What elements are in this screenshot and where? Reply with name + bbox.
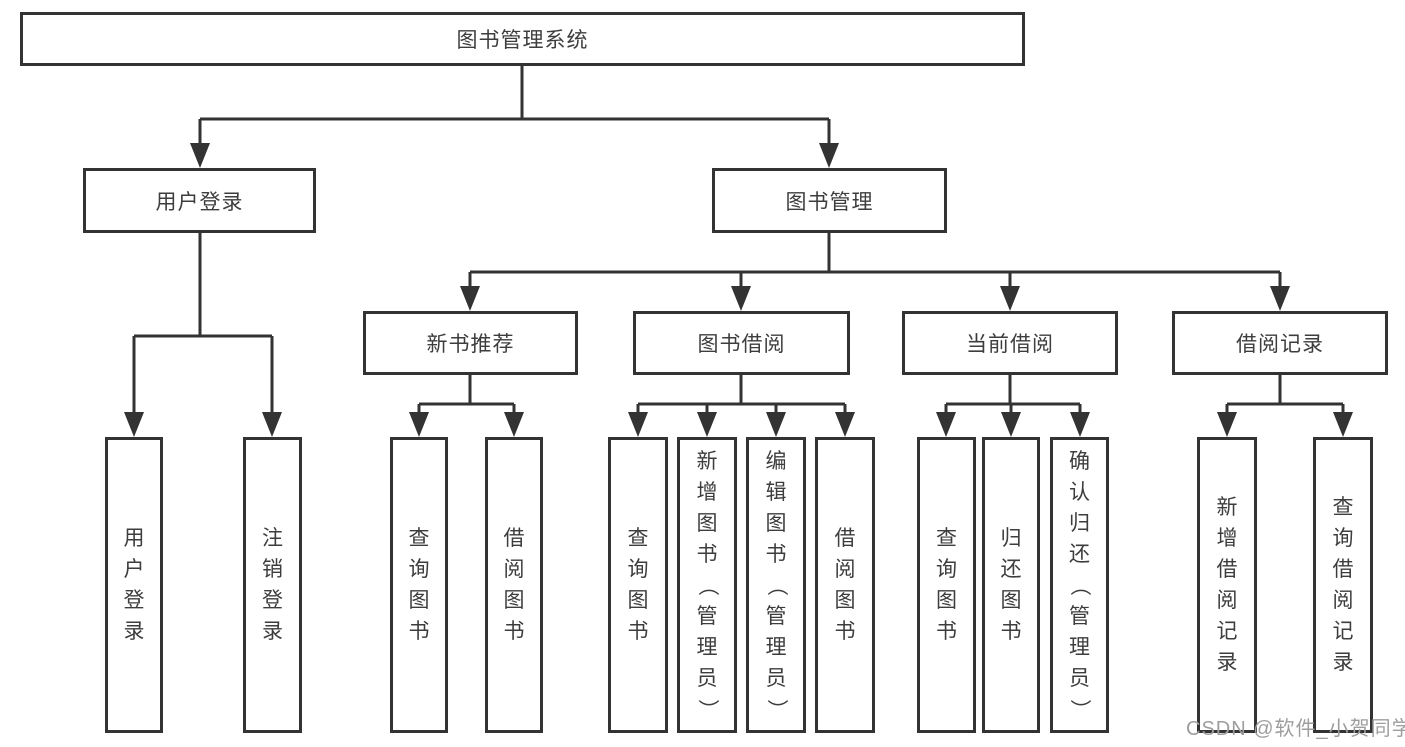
node-library-management-system: 图书管理系统 (20, 12, 1025, 66)
leaf-borrow-books: 借阅图书 (815, 437, 875, 733)
node-new-book-recommend: 新书推荐 (363, 311, 578, 375)
watermark: CSDN @软件_小贺同学 (1186, 718, 1405, 740)
node-label: 新增图书（管理员） (695, 449, 719, 720)
node-label: 归还图书 (1000, 527, 1022, 643)
node-label: 查询图书 (627, 527, 649, 643)
leaf-add-books-admin: 新增图书（管理员） (677, 437, 737, 733)
node-current-borrowing: 当前借阅 (902, 311, 1118, 375)
arrowhead-icons (124, 143, 1353, 437)
node-label: 用户登录 (123, 527, 145, 643)
leaf-return-books: 归还图书 (982, 437, 1040, 733)
leaf-borrow-books-recommend: 借阅图书 (485, 437, 543, 733)
node-book-borrowing: 图书借阅 (633, 311, 850, 375)
node-label: 编辑图书（管理员） (764, 449, 788, 720)
leaf-query-books-borrow: 查询图书 (608, 437, 668, 733)
node-label: 借阅图书 (834, 527, 856, 643)
leaf-query-borrow-record: 查询借阅记录 (1313, 437, 1373, 733)
node-label: 新增借阅记录 (1216, 496, 1238, 674)
node-label: 借阅图书 (503, 527, 525, 643)
leaf-query-books-current: 查询图书 (917, 437, 976, 733)
node-label: 当前借阅 (966, 333, 1054, 356)
node-label: 图书管理 (785, 190, 874, 214)
node-label: 查询图书 (408, 527, 430, 643)
node-label: 新书推荐 (426, 333, 515, 356)
node-borrow-records: 借阅记录 (1172, 311, 1388, 375)
node-label: 图书管理系统 (456, 29, 589, 52)
node-label: 借阅记录 (1236, 333, 1324, 356)
node-label: 用户登录 (155, 190, 244, 214)
leaf-user-login: 用户登录 (105, 437, 163, 733)
node-label: 确认归还（管理员） (1068, 449, 1091, 720)
node-label: 图书借阅 (697, 333, 786, 356)
leaf-add-borrow-record: 新增借阅记录 (1197, 437, 1257, 733)
node-label: 查询借阅记录 (1332, 496, 1354, 674)
leaf-edit-books-admin: 编辑图书（管理员） (746, 437, 806, 733)
node-user-login: 用户登录 (83, 168, 316, 233)
leaf-logout-login: 注销登录 (243, 437, 302, 733)
leaf-confirm-return-admin: 确认归还（管理员） (1050, 437, 1109, 733)
leaf-query-books-recommend: 查询图书 (390, 437, 448, 733)
node-book-management: 图书管理 (712, 168, 947, 233)
node-label: 注销登录 (262, 527, 283, 643)
node-label: 查询图书 (936, 527, 957, 643)
